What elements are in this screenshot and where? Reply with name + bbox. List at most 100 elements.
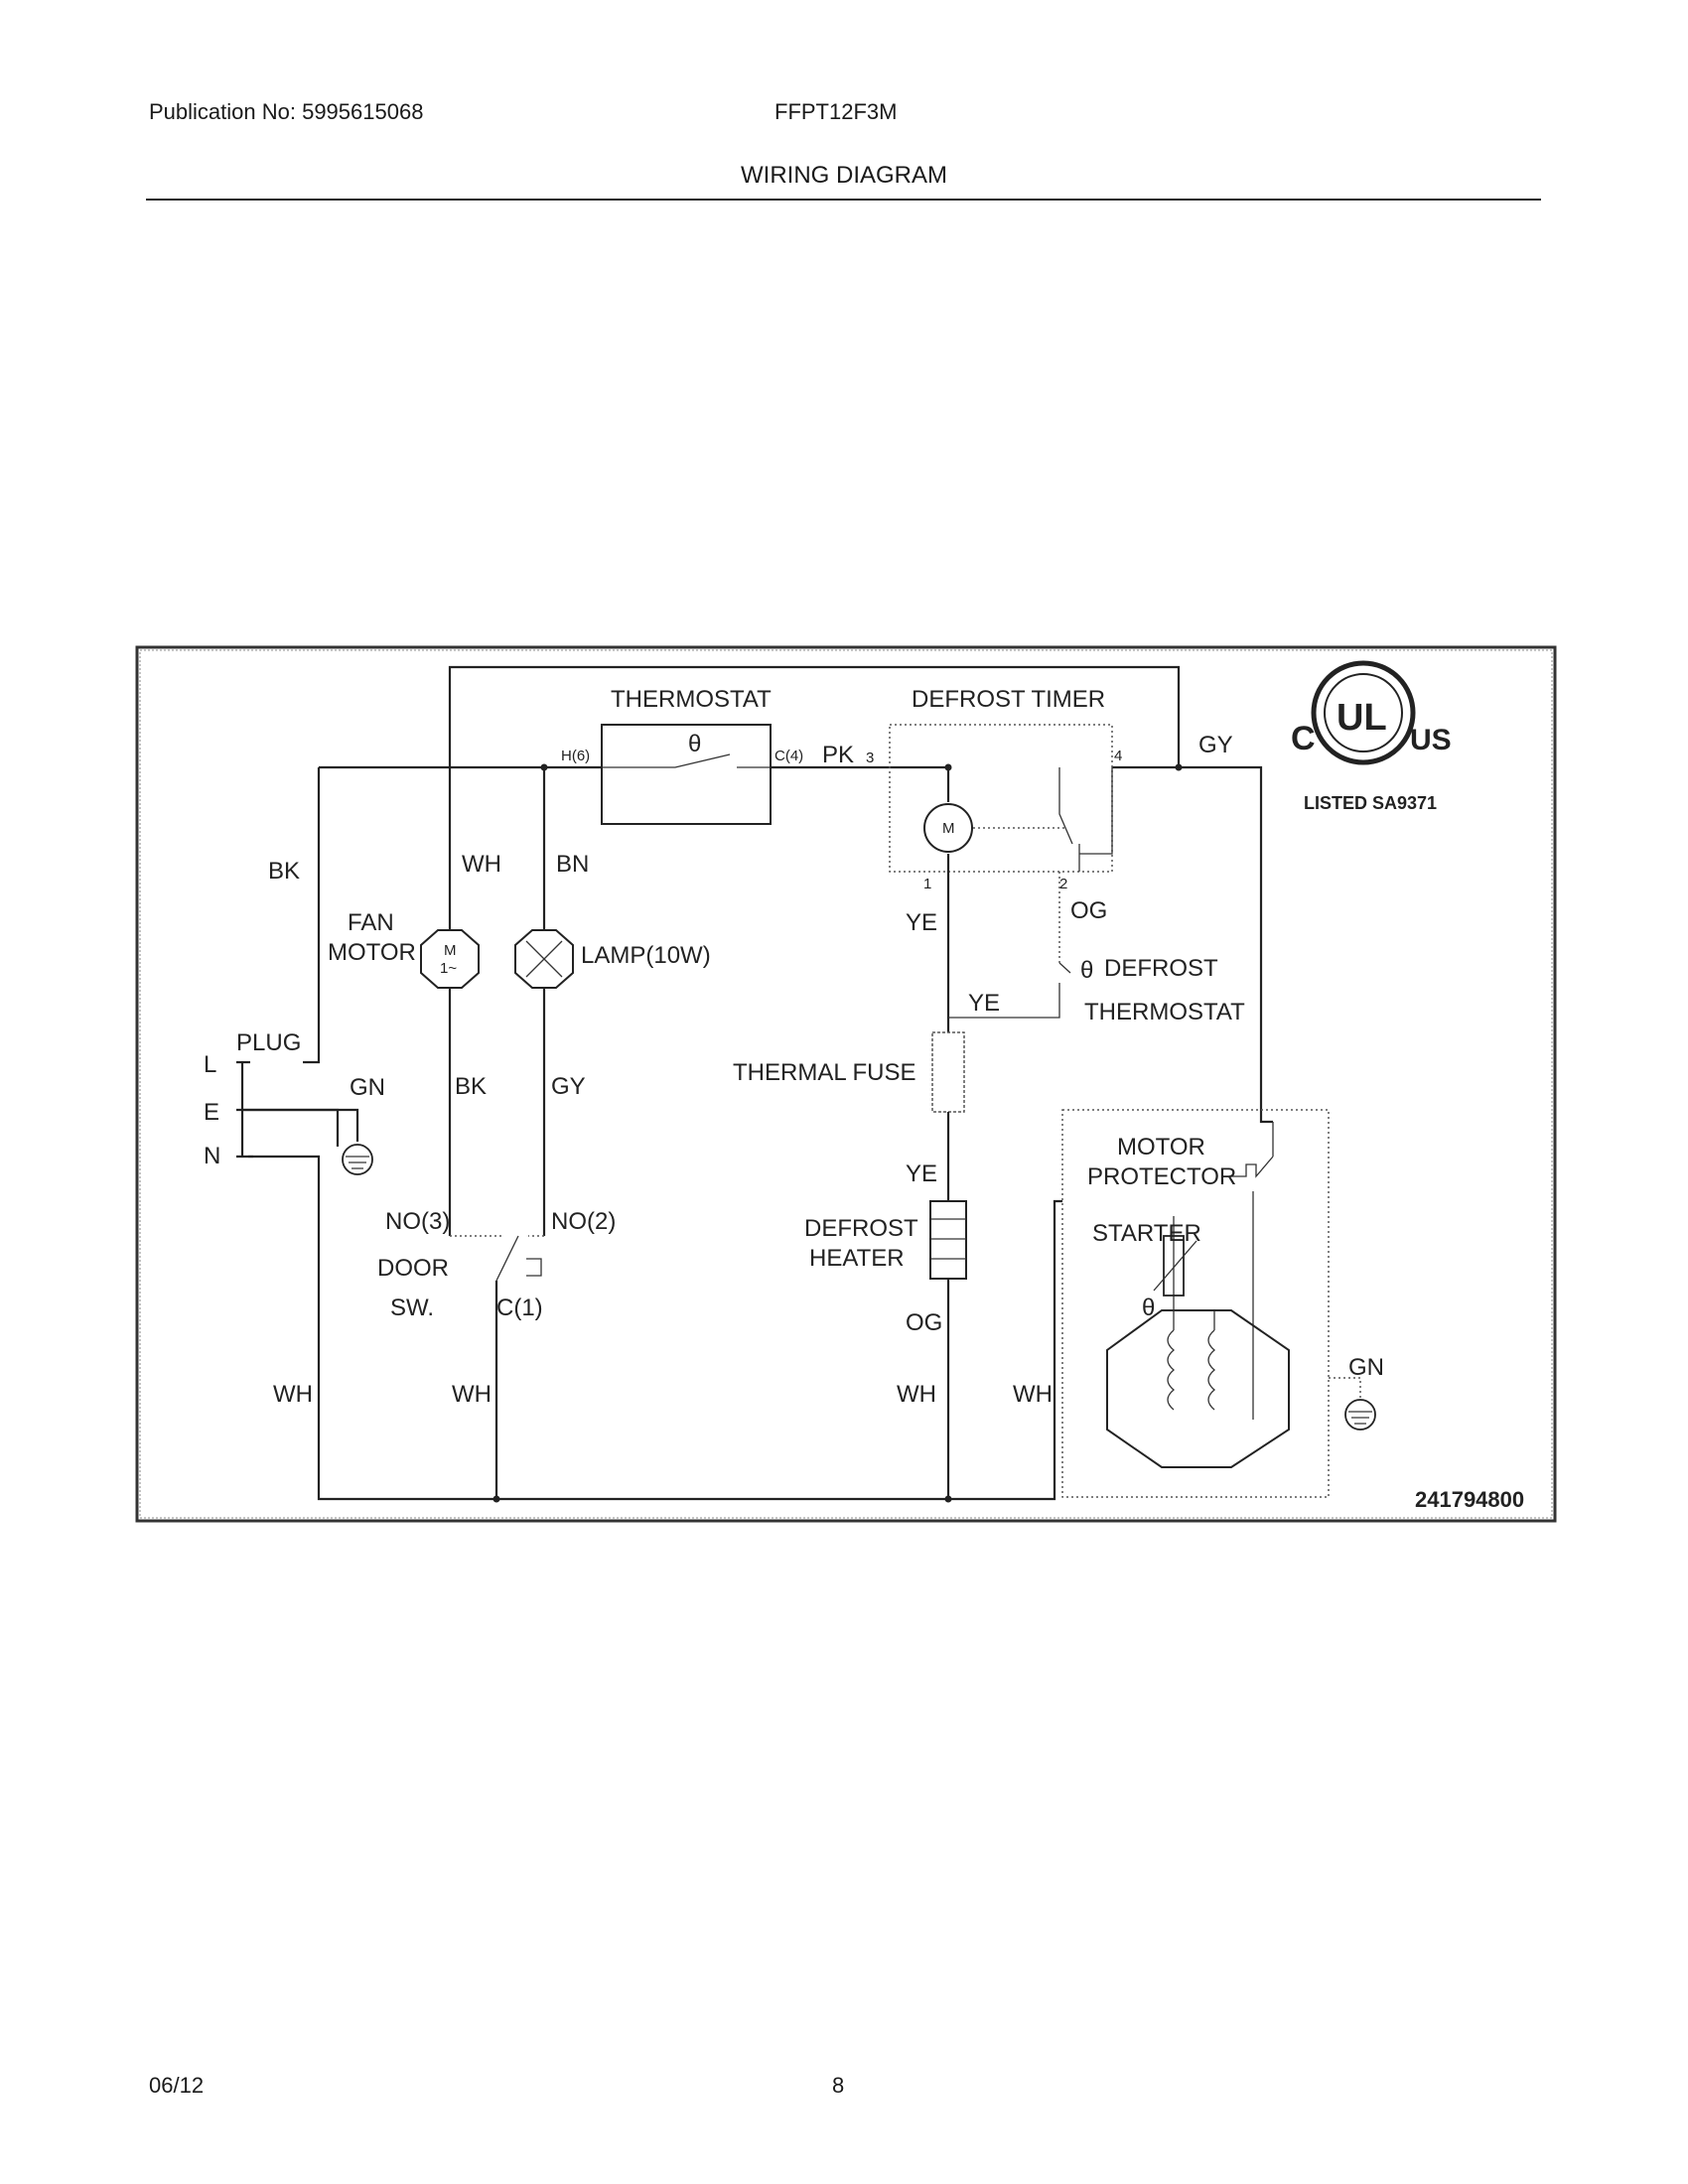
defrost-thermostat-theta: θ — [1080, 957, 1093, 984]
label-fan-motor-2: MOTOR — [328, 939, 416, 966]
wire-label-bk-left: BK — [268, 858, 300, 885]
thermostat-box — [601, 724, 772, 825]
heater-bars — [930, 1218, 966, 1260]
terminal-plug-l: L — [204, 1051, 216, 1078]
defrost-thermostat-switch — [948, 962, 1071, 1019]
wire-label-gy-top: GY — [1198, 732, 1233, 758]
fan-motor-symbol: M — [444, 942, 457, 959]
timer-motor-symbol: M — [942, 820, 955, 837]
label-plug: PLUG — [236, 1029, 301, 1056]
wire-label-og: OG — [1070, 897, 1107, 924]
model-number: FFPT12F3M — [774, 99, 898, 124]
wire-label-bn: BN — [556, 851, 589, 878]
label-fan-motor-1: FAN — [348, 909, 394, 936]
ul-logo-inner — [1324, 673, 1403, 752]
junction-neutral-door — [492, 1495, 500, 1503]
terminal-timer-4: 4 — [1114, 748, 1122, 764]
timer-switch — [1058, 767, 1113, 872]
wire-label-wh-4: WH — [1013, 1381, 1053, 1408]
wire-label-ye-2: YE — [968, 990, 1000, 1017]
compressor-octagon — [1106, 1309, 1290, 1468]
cert-ul: UL — [1336, 697, 1387, 739]
wire-label-wh-1: WH — [273, 1381, 313, 1408]
wire-label-wh-2: WH — [452, 1381, 492, 1408]
page-title: WIRING DIAGRAM — [741, 162, 947, 189]
publication-number: Publication No: 5995615068 — [149, 99, 424, 124]
diagram-frame — [135, 645, 1557, 1523]
wire-label-ye-3: YE — [906, 1160, 937, 1187]
label-door-switch-1: DOOR — [377, 1255, 449, 1282]
label-starter: STARTER — [1092, 1220, 1201, 1247]
junction-neutral-heater — [944, 1495, 952, 1503]
wire-label-gy-lamp: GY — [551, 1073, 586, 1100]
cert-us: US — [1410, 724, 1452, 756]
thermostat-theta: θ — [688, 731, 701, 757]
plug-ground-wire — [242, 1108, 359, 1142]
terminal-plug-n: N — [204, 1143, 220, 1169]
junction-gy — [1175, 763, 1183, 771]
ul-logo-ring — [1311, 660, 1416, 765]
cert-listed: LISTED SA9371 — [1304, 793, 1437, 813]
terminal-plug-e: E — [204, 1099, 219, 1126]
label-door-switch-2: SW. — [390, 1295, 434, 1321]
label-thermostat: THERMOSTAT — [611, 686, 772, 713]
wire-n-bus — [248, 1155, 1062, 1501]
motor-protector — [1231, 1122, 1274, 1420]
starter-element — [1173, 1216, 1215, 1330]
terminal-timer-2: 2 — [1059, 876, 1067, 892]
wire-label-wh-fan: WH — [462, 851, 501, 878]
thermostat-contact — [602, 753, 771, 768]
header-rule — [146, 199, 1541, 201]
label-defrost-thermostat-1: DEFROST — [1104, 955, 1218, 982]
wire-pk — [771, 765, 1273, 1124]
defrost-timer-box — [889, 724, 1113, 873]
terminal-door-no3: NO(3) — [385, 1208, 450, 1235]
label-thermal-fuse: THERMAL FUSE — [733, 1059, 915, 1086]
page-number: 8 — [832, 2073, 845, 2098]
terminal-timer-3: 3 — [866, 750, 874, 766]
label-defrost-timer: DEFROST TIMER — [912, 686, 1105, 713]
compressor-windings — [1167, 1329, 1216, 1411]
wire-label-ye-1: YE — [906, 909, 937, 936]
wire-label-wh-3: WH — [897, 1381, 936, 1408]
plug-ground-lines — [346, 1156, 369, 1169]
label-defrost-heater-2: HEATER — [809, 1245, 905, 1272]
plug-ground-symbol — [342, 1144, 373, 1175]
label-defrost-thermostat-2: THERMOSTAT — [1084, 999, 1245, 1025]
label-defrost-heater-1: DEFROST — [804, 1215, 918, 1242]
fan-motor-octagon — [420, 929, 480, 989]
lamp-cross — [525, 940, 563, 978]
wire-label-gn-compressor: GN — [1348, 1354, 1384, 1381]
part-number: 241794800 — [1415, 1487, 1524, 1512]
compressor-ground-lines — [1348, 1411, 1372, 1425]
terminal-door-no2: NO(2) — [551, 1208, 616, 1235]
terminal-door-c1: C(1) — [496, 1295, 543, 1321]
terminal-timer-1: 1 — [923, 876, 931, 892]
wire-top-loop — [448, 665, 1181, 847]
defrost-heater — [929, 1200, 967, 1280]
fan-motor-phase: 1~ — [440, 960, 457, 977]
terminal-thermostat-h: H(6) — [561, 748, 590, 764]
label-motor-protector-2: PROTECTOR — [1087, 1163, 1236, 1190]
thermal-fuse — [931, 1031, 965, 1113]
wire-label-bk-fan: BK — [455, 1073, 487, 1100]
wire-label-gn-plug: GN — [350, 1074, 385, 1101]
compressor-box — [1061, 1109, 1330, 1498]
compressor-ground-symbol — [1344, 1399, 1376, 1431]
compressor-ground — [1329, 1377, 1361, 1398]
label-lamp: LAMP(10W) — [581, 942, 711, 969]
terminal-thermostat-c: C(4) — [774, 748, 803, 764]
cert-c: C — [1291, 720, 1316, 757]
starter-ptc — [1163, 1235, 1185, 1297]
footer-date: 06/12 — [149, 2073, 205, 2098]
timer-motor — [923, 803, 973, 853]
starter-theta: θ — [1142, 1295, 1155, 1321]
wire-label-pk: PK — [822, 742, 854, 768]
starter-ptc-slash — [1153, 1240, 1197, 1292]
lamp-octagon — [514, 929, 574, 989]
label-motor-protector-1: MOTOR — [1117, 1134, 1205, 1160]
wire-left-bk — [303, 767, 321, 1064]
wire-label-og-heater: OG — [906, 1309, 942, 1336]
door-switch-contact — [495, 1235, 542, 1282]
